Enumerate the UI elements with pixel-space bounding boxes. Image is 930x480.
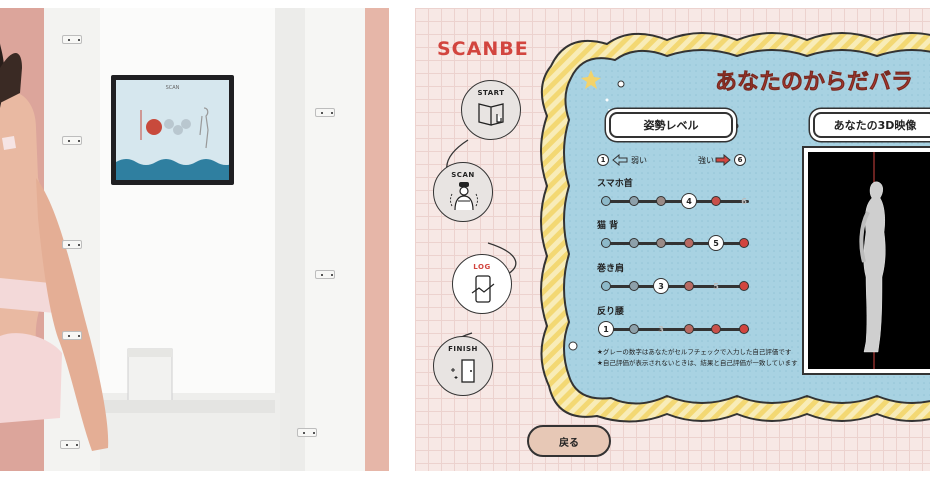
step-scan-label: SCAN [451, 171, 475, 179]
step-log[interactable]: LOG [452, 254, 512, 314]
scale-max-number: 6 [734, 154, 746, 166]
level-dot [684, 238, 694, 248]
scale-max-label: 強い [698, 156, 714, 165]
posture-section-title: 姿勢レベル [609, 112, 733, 138]
level-dot [629, 238, 639, 248]
level-dot [739, 238, 749, 248]
phone-graph-icon [471, 275, 495, 303]
self-assessment-marker: 6 [741, 196, 747, 206]
back-button[interactable]: 戻る [527, 425, 611, 457]
level-dot [684, 324, 694, 334]
step-log-label: LOG [473, 263, 491, 271]
score-marker: 1 [598, 321, 614, 337]
metric-track-hunchback: 5 [601, 235, 749, 251]
level-dot [739, 324, 749, 334]
step-finish[interactable]: FINISH [433, 336, 493, 396]
arrow-left-icon [612, 154, 628, 166]
monitor-title: SCAN [165, 85, 180, 91]
wall-outlet [62, 35, 82, 44]
brand-logo: SCANBE [437, 38, 529, 60]
3d-body-viewer[interactable] [802, 146, 930, 375]
score-marker: 4 [681, 193, 697, 209]
metric-label-hunchback: 猫 背 [597, 221, 619, 231]
scanbe-app: SCANBE START SCAN LOG [415, 8, 930, 471]
level-dot [601, 238, 611, 248]
note-match: ★自己評価が表示されないときは、結果と自己評価が一致しています [597, 359, 798, 367]
score-marker: 3 [653, 278, 669, 294]
metric-label-rounded-shoulder: 巻き肩 [597, 264, 625, 274]
book-touch-icon [478, 103, 504, 126]
step-scan[interactable]: SCAN [433, 162, 493, 222]
scale-min-label: 弱い [631, 156, 647, 165]
monitor-graphic [116, 107, 229, 180]
self-assessment-marker: 5 [713, 281, 719, 291]
body-scan-figure [859, 152, 886, 369]
note-self-assessment: ★グレーの数字はあなたがセルフチェックで入力した自己評価です [597, 348, 792, 356]
level-dot [739, 281, 749, 291]
wall-outlet [315, 108, 335, 117]
person-scan-icon [450, 182, 478, 211]
level-dot [684, 281, 694, 291]
level-dot [656, 196, 666, 206]
self-assessment-marker: 3 [658, 324, 664, 334]
step-finish-label: FINISH [448, 345, 478, 353]
level-dot [629, 196, 639, 206]
level-dot [629, 281, 639, 291]
score-marker: 5 [708, 235, 724, 251]
wall-outlet [315, 270, 335, 279]
level-dot [629, 324, 639, 334]
page-title: あなたのからだバラ [715, 69, 914, 96]
level-dot [656, 238, 666, 248]
scale-min-number: 1 [597, 154, 609, 166]
viewer-section-title: あなたの3D映像 [813, 112, 930, 138]
metric-label-phone-neck: スマホ首 [597, 179, 633, 189]
kiosk-photo: SCAN [0, 8, 389, 471]
level-dot [601, 281, 611, 291]
wall-outlet [62, 136, 82, 145]
level-dot [711, 196, 721, 206]
arrow-right-icon [715, 154, 731, 166]
scale-legend: 1 弱い 強い 6 [597, 154, 747, 168]
wall-outlet [62, 331, 82, 340]
wall-outlet [297, 428, 317, 437]
level-dot [601, 196, 611, 206]
level-dot [711, 324, 721, 334]
wall-outlet [62, 240, 82, 249]
wall-outlet [60, 440, 80, 449]
monitor-screen: SCAN [116, 80, 229, 180]
step-start[interactable]: START [461, 80, 521, 140]
metric-label-swayback: 反り腰 [597, 307, 625, 317]
step-start-label: START [477, 89, 505, 97]
door-exit-icon [451, 359, 475, 383]
kiosk-monitor: SCAN [111, 75, 234, 185]
